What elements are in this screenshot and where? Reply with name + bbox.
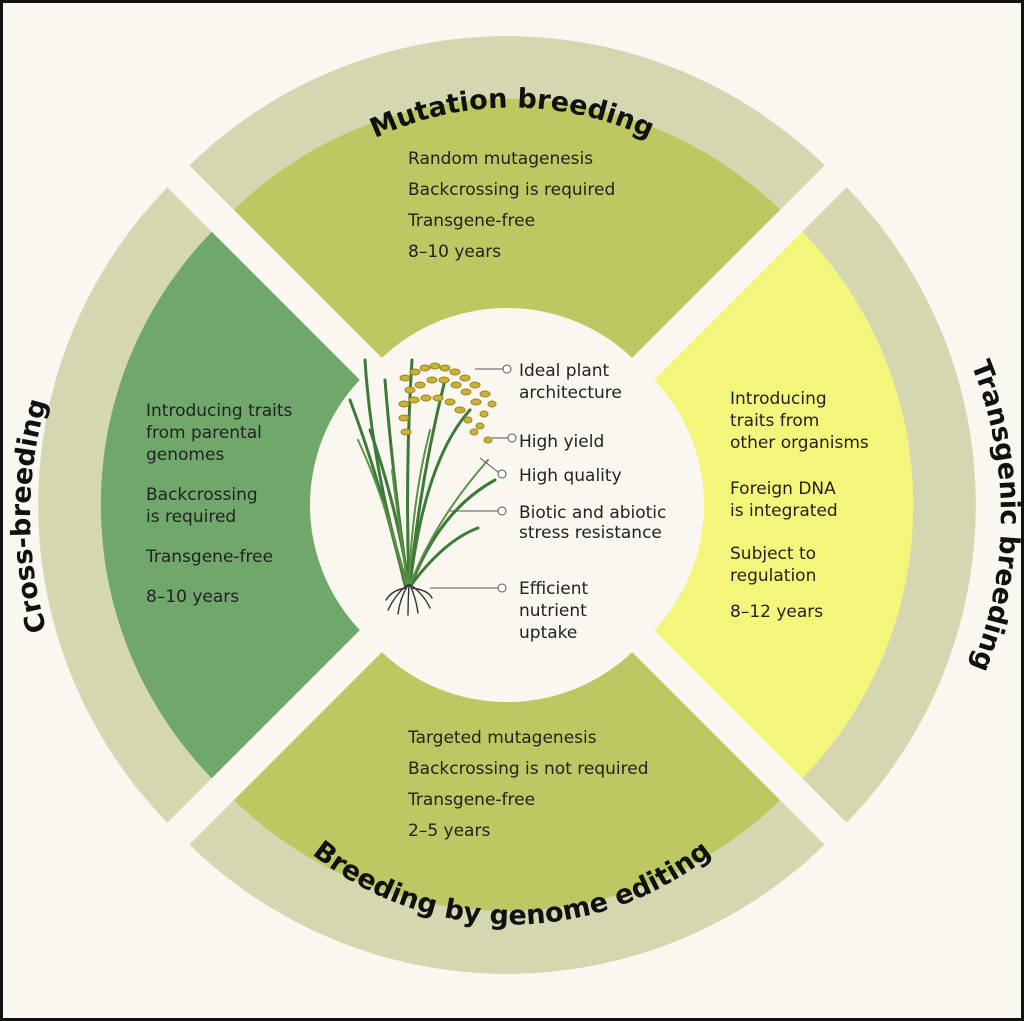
center-circle	[325, 323, 689, 687]
trait-label: Ideal plant	[519, 361, 610, 381]
trait-label: architecture	[519, 383, 622, 403]
top-quadrant-text: Random mutagenesis Backcrossing is requi…	[407, 149, 615, 262]
left-line: is required	[146, 507, 236, 527]
connector-dot-icon	[497, 583, 507, 593]
bottom-line: Backcrossing is not required	[408, 759, 649, 779]
left-line: 8–10 years	[146, 587, 239, 607]
trait-label: nutrient	[519, 601, 587, 621]
ring-segment-left	[38, 187, 212, 823]
bottom-quadrant-text: Targeted mutagenesis Backcrossing is not…	[407, 728, 649, 841]
outer-ring	[38, 36, 976, 974]
ring-segment-top	[189, 36, 825, 210]
right-quadrant-text: Introducing traits from other organisms …	[730, 389, 869, 622]
trait-label: High quality	[519, 466, 622, 486]
left-line: from parental	[146, 423, 262, 443]
right-line: 8–12 years	[730, 602, 823, 622]
trait-label: stress resistance	[519, 523, 662, 543]
right-line: is integrated	[730, 501, 838, 521]
bottom-line: Targeted mutagenesis	[407, 728, 597, 748]
left-quadrant-text: Introducing traits from parental genomes…	[145, 401, 293, 607]
connector-dot-icon	[502, 364, 512, 374]
connector-dot-icon	[497, 469, 507, 479]
left-line: Transgene-free	[145, 547, 273, 567]
left-line: Introducing traits	[146, 401, 293, 421]
trait-label: uptake	[519, 623, 577, 643]
left-line: genomes	[146, 445, 224, 465]
quadrant-right	[654, 231, 914, 779]
right-line: Subject to	[730, 544, 816, 564]
rice-plant-icon	[348, 358, 497, 616]
right-line: regulation	[730, 566, 816, 586]
trait-label: High yield	[519, 432, 604, 452]
connector-dot-icon	[507, 433, 517, 443]
ring-segment-right	[802, 187, 976, 823]
top-line: Random mutagenesis	[408, 149, 593, 169]
top-line: 8–10 years	[408, 242, 501, 262]
bottom-line: 2–5 years	[408, 821, 490, 841]
trait-labels: Ideal plant architecture High yield High…	[519, 361, 666, 643]
connector-dot-icon	[497, 506, 507, 516]
trait-label: Efficient	[519, 579, 588, 599]
quadrant-left	[100, 231, 360, 779]
top-line: Transgene-free	[407, 211, 535, 231]
right-line: Introducing	[730, 389, 827, 409]
trait-connectors	[430, 364, 517, 593]
right-line: traits from	[730, 411, 819, 431]
bottom-line: Transgene-free	[407, 790, 535, 810]
right-line: other organisms	[730, 433, 869, 453]
ring-segment-bottom	[189, 800, 825, 974]
quadrant-bottom	[233, 652, 781, 912]
right-line: Foreign DNA	[730, 479, 836, 499]
top-line: Backcrossing is required	[408, 180, 615, 200]
quadrant-top	[233, 98, 781, 358]
left-line: Backcrossing	[146, 485, 258, 505]
inner-quadrants	[100, 98, 914, 912]
trait-label: Biotic and abiotic	[519, 503, 666, 523]
